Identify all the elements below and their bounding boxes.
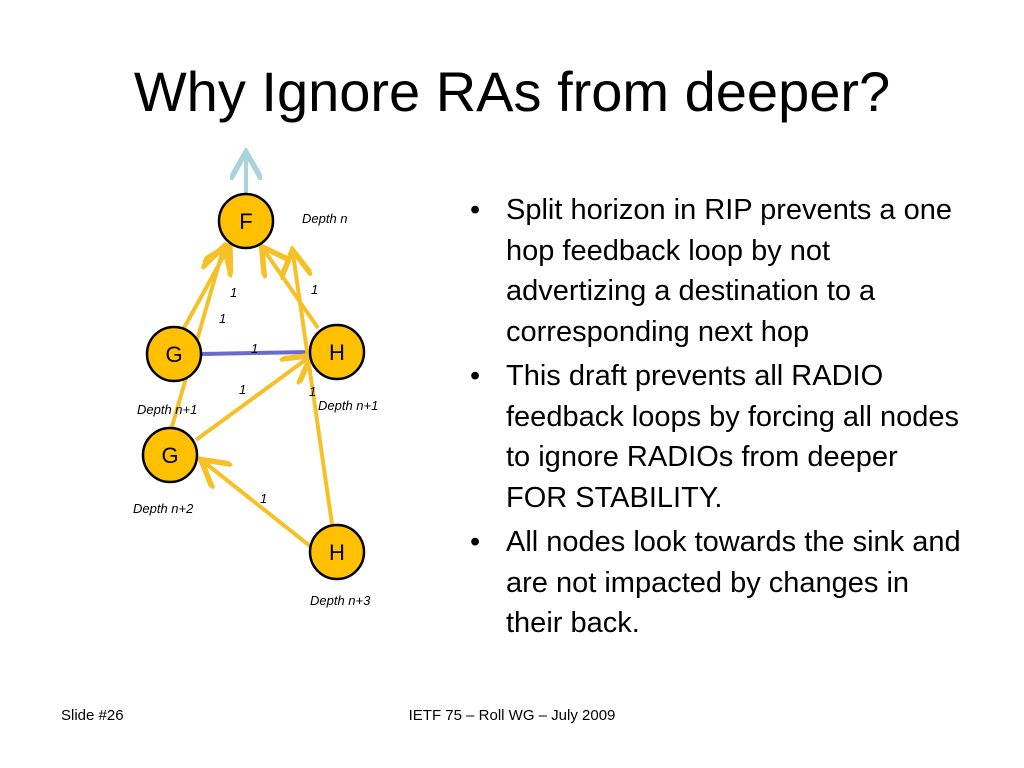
bullet-item: •Split horizon in RIP prevents a one hop… (470, 194, 953, 348)
svg-text:F: F (239, 209, 252, 234)
node-f: F (217, 192, 275, 250)
network-diagram: F G H G H Depth n Depth n+1 Depth n+1 De… (133, 0, 378, 608)
arrow-h3-to-h (293, 254, 334, 525)
depth-label-g-upper: Depth n+1 (137, 402, 197, 417)
bullet-item: •This draft prevents all RADIO feedback … (470, 360, 960, 514)
svg-text:H: H (329, 540, 345, 565)
node-h-upper: H (308, 323, 366, 381)
edge-label-g-f-b: 1 (219, 311, 226, 326)
depth-label-h-lower: Depth n+3 (310, 593, 371, 608)
node-g-upper: G (145, 325, 203, 383)
bullet-list: •Split horizon in RIP prevents a one hop… (462, 190, 962, 648)
svg-text:G: G (161, 443, 178, 468)
depth-label-g-lower: Depth n+2 (133, 501, 194, 516)
edge-label-h3-g2: 1 (260, 491, 267, 506)
depth-label-h-upper: Depth n+1 (318, 398, 378, 413)
arrow-g2-to-h (194, 358, 308, 442)
edge-label-g2-h: 1 (239, 382, 246, 397)
slide-title: Why Ignore RAs from deeper? (133, 60, 891, 123)
bullet-item: •All nodes look towards the sink and are… (470, 526, 961, 639)
depth-label-f: Depth n (302, 211, 348, 226)
node-h-lower: H (308, 523, 366, 581)
edge-label-h3-h: 1 (309, 384, 316, 399)
edge-label-g-f-a: 1 (230, 285, 237, 300)
edge-label-h-f: 1 (311, 282, 318, 297)
svg-text:H: H (329, 340, 345, 365)
footer-event: IETF 75 – Roll WG – July 2009 (408, 707, 616, 724)
slide-number: Slide #26 (61, 707, 124, 724)
node-g-lower: G (141, 426, 199, 484)
edge-label-g-h: 1 (251, 341, 258, 356)
arrow-h3-to-g2 (204, 462, 312, 548)
arrow-h-to-f (264, 250, 320, 330)
svg-text:G: G (165, 342, 182, 367)
